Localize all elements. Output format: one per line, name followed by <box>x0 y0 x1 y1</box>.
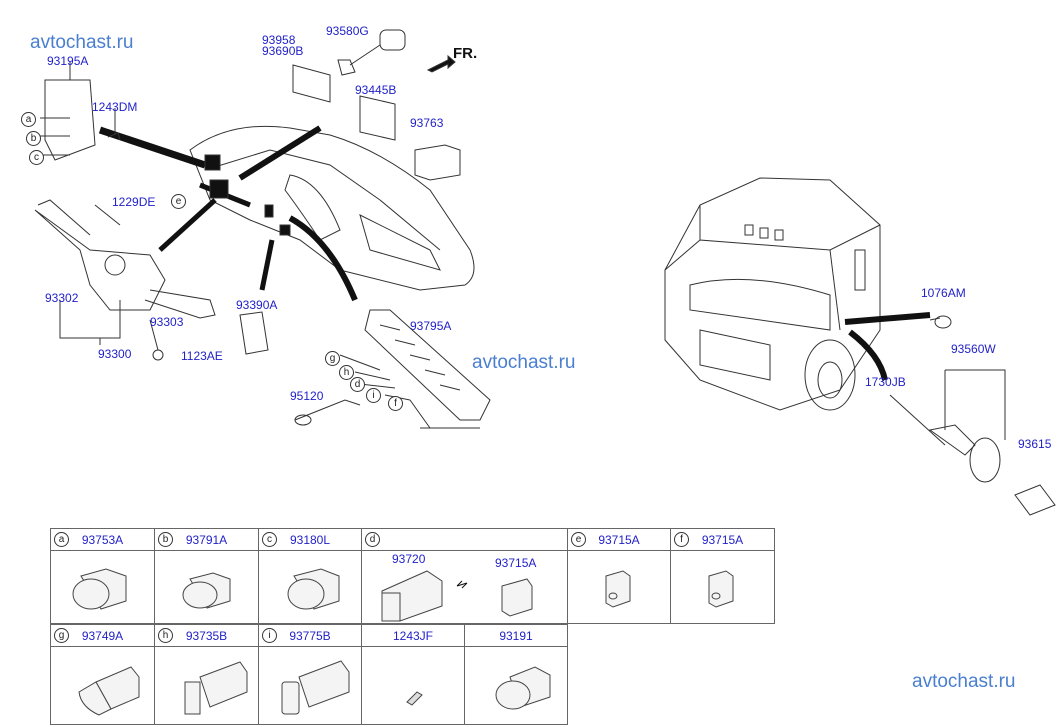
cover-93690B <box>292 64 331 103</box>
position-marker-g: g <box>325 351 340 366</box>
switch-image-g <box>50 646 155 725</box>
combination-switch <box>34 209 166 311</box>
position-marker-a: a <box>21 112 36 127</box>
switch-image-c <box>258 550 362 624</box>
position-marker-i: i <box>366 388 381 403</box>
callout-93302: 93302 <box>45 291 79 305</box>
callout-93390A: 93390A <box>236 298 278 312</box>
switch-image-i <box>258 646 362 725</box>
position-letter: g <box>54 628 69 643</box>
front-direction-label: FR. <box>453 45 478 62</box>
position-marker-d: d <box>350 377 365 392</box>
callout-95120: 95120 <box>290 389 324 403</box>
header-i: i 93775B <box>258 624 362 647</box>
watermark: avtochast.ru <box>30 32 134 53</box>
position-letter: i <box>262 628 277 643</box>
callout-1076AM: 1076AM <box>921 286 966 300</box>
switch-image-e <box>567 550 671 624</box>
callout-93300: 93300 <box>98 347 132 361</box>
position-letter: f <box>674 532 689 547</box>
switch-image-b <box>154 550 259 624</box>
callout-1730JB: 1730JB <box>865 375 906 389</box>
switch-image-h <box>154 646 259 725</box>
part-number: 93735B <box>185 629 228 643</box>
header-f: f 93715A <box>670 528 775 551</box>
switch-image-f <box>670 550 775 624</box>
switch-image-93191 <box>464 646 568 725</box>
part-number: 93749A <box>81 629 124 643</box>
part-number: 93191 <box>499 629 533 643</box>
part-number: 1243JF <box>392 629 434 643</box>
header-e: e 93715A <box>567 528 671 551</box>
part-number: 93775B <box>289 629 331 643</box>
position-marker-h: h <box>339 365 354 380</box>
header-a: a 93753A <box>50 528 155 551</box>
truck-cab <box>664 177 881 411</box>
bezel-93795A <box>364 309 491 421</box>
callout-93303: 93303 <box>150 315 184 329</box>
position-letter: c <box>262 532 277 547</box>
callout-93795A: 93795A <box>410 319 452 333</box>
header-c: c 93180L <box>258 528 362 551</box>
callout-93958: 93958 <box>262 33 296 47</box>
bracket-93195A <box>44 79 96 161</box>
callout-1123AE: 1123AE <box>181 349 223 363</box>
callout-93580G: 93580G <box>326 24 369 38</box>
switch-image-a <box>50 550 155 624</box>
callout-93720: 93720 <box>392 552 426 566</box>
part-number: 93180L <box>289 533 331 547</box>
part-number: 93753A <box>81 533 124 547</box>
callout-93763: 93763 <box>410 116 444 130</box>
switch-93580G <box>337 44 381 76</box>
callout-93690B: 93690B <box>262 44 304 58</box>
position-marker-e: e <box>171 194 186 209</box>
position-letter: d <box>365 532 380 547</box>
part-number: 93791A <box>185 533 228 547</box>
parts-table-row1: a 93753A b 93791A c 93180L d e 93715A f 93715… <box>50 528 775 624</box>
callout-1229DE: 1229DE <box>112 195 156 209</box>
dashboard-outline <box>189 125 475 291</box>
position-letter: h <box>158 628 173 643</box>
screw-image-1243JF <box>361 646 465 725</box>
callout-1243DM: 1243DM <box>92 100 138 114</box>
position-marker-c: c <box>29 150 44 165</box>
callout-93195A: 93195A <box>47 54 89 68</box>
callout-93715A: 93715A <box>495 556 537 570</box>
part-number: 93715A <box>701 533 744 547</box>
callout-93445B: 93445B <box>355 83 397 97</box>
header-1243JF: 1243JF <box>361 624 465 647</box>
header-g: g 93749A <box>50 624 155 647</box>
position-marker-b: b <box>26 131 41 146</box>
watermark: avtochast.ru <box>472 352 576 373</box>
header-d: d <box>361 528 568 551</box>
header-93191: 93191 <box>464 624 568 647</box>
part-number: 93715A <box>598 533 640 547</box>
callout-93560W: 93560W <box>951 342 996 356</box>
header-b: b 93791A <box>154 528 259 551</box>
callout-93615: 93615 <box>1018 437 1052 451</box>
parts-table-row2: g 93749A h 93735B i 93775B 1243JF 93191 <box>50 624 568 725</box>
watermark: avtochast.ru <box>912 671 1016 692</box>
position-letter: e <box>571 532 586 547</box>
header-h: h 93735B <box>154 624 259 647</box>
switch-image-d: 93720 93715A <box>361 550 568 624</box>
position-letter: a <box>54 532 69 547</box>
position-marker-f: f <box>388 396 403 411</box>
position-letter: b <box>158 532 173 547</box>
